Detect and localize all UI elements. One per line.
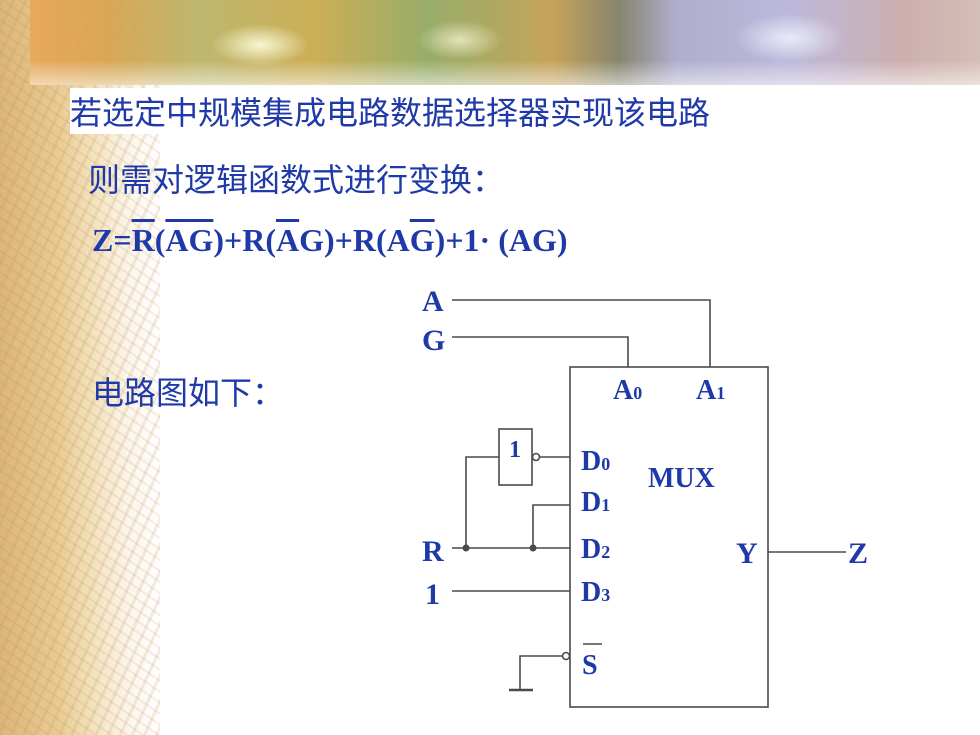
mux-pin-d0: D0 bbox=[581, 446, 610, 477]
mux-pin-d2: D2 bbox=[581, 534, 610, 565]
equation-term1-g-bar: G bbox=[188, 222, 214, 258]
equation-term2-a-bar: A bbox=[276, 222, 300, 258]
diagram-caption: 电路图如下： bbox=[92, 374, 285, 412]
equation-term3-g-bar: G bbox=[409, 222, 435, 258]
input-label-g: G bbox=[422, 324, 445, 357]
slide-title-line-1: 若选定中规模集成电路数据选择器实现该电路 bbox=[70, 88, 851, 134]
output-label-z: Z bbox=[848, 537, 868, 570]
junction-dot-2 bbox=[529, 544, 537, 552]
wire-r-to-inverter bbox=[465, 456, 499, 548]
mux-pin-d1: D1 bbox=[581, 487, 610, 518]
equation-term1-close: )+R( bbox=[213, 222, 276, 258]
equation-term3-rest: )+1· (AG) bbox=[434, 222, 568, 258]
wire-r-to-d1 bbox=[532, 504, 570, 548]
mux-pin-a1: A1 bbox=[696, 375, 725, 406]
input-label-one: 1 bbox=[425, 578, 440, 611]
slide-title-line-2: 则需对逻辑函数式进行变换： bbox=[88, 161, 505, 199]
mux-box bbox=[569, 366, 769, 708]
input-label-a: A bbox=[422, 285, 444, 318]
logic-equation: Z=R(AG)+R(AG)+R(AG)+1· (AG) bbox=[92, 222, 568, 259]
wire-enable bbox=[519, 655, 563, 690]
equation-term1-r-bar: R bbox=[131, 222, 155, 258]
wire-g bbox=[452, 336, 629, 367]
mux-pin-d3: D3 bbox=[581, 577, 610, 608]
equation-term2-rest: G)+R(A bbox=[299, 222, 410, 258]
mux-pin-a0: A0 bbox=[613, 375, 642, 406]
input-label-r: R bbox=[422, 535, 444, 568]
equation-lead: Z= bbox=[92, 222, 132, 258]
mux-pin-y: Y bbox=[736, 537, 758, 570]
junction-dot-1 bbox=[462, 544, 470, 552]
banner-fade bbox=[30, 60, 980, 85]
equation-term1-open: ( bbox=[154, 222, 166, 258]
enable-bubble bbox=[561, 651, 571, 661]
equation-term1-a-bar: A bbox=[165, 222, 189, 258]
inverter-bubble bbox=[531, 452, 541, 462]
inverter-label: 1 bbox=[509, 437, 521, 463]
wire-a bbox=[452, 299, 711, 367]
mux-name: MUX bbox=[648, 463, 715, 494]
mux-pin-s: S bbox=[582, 650, 598, 681]
